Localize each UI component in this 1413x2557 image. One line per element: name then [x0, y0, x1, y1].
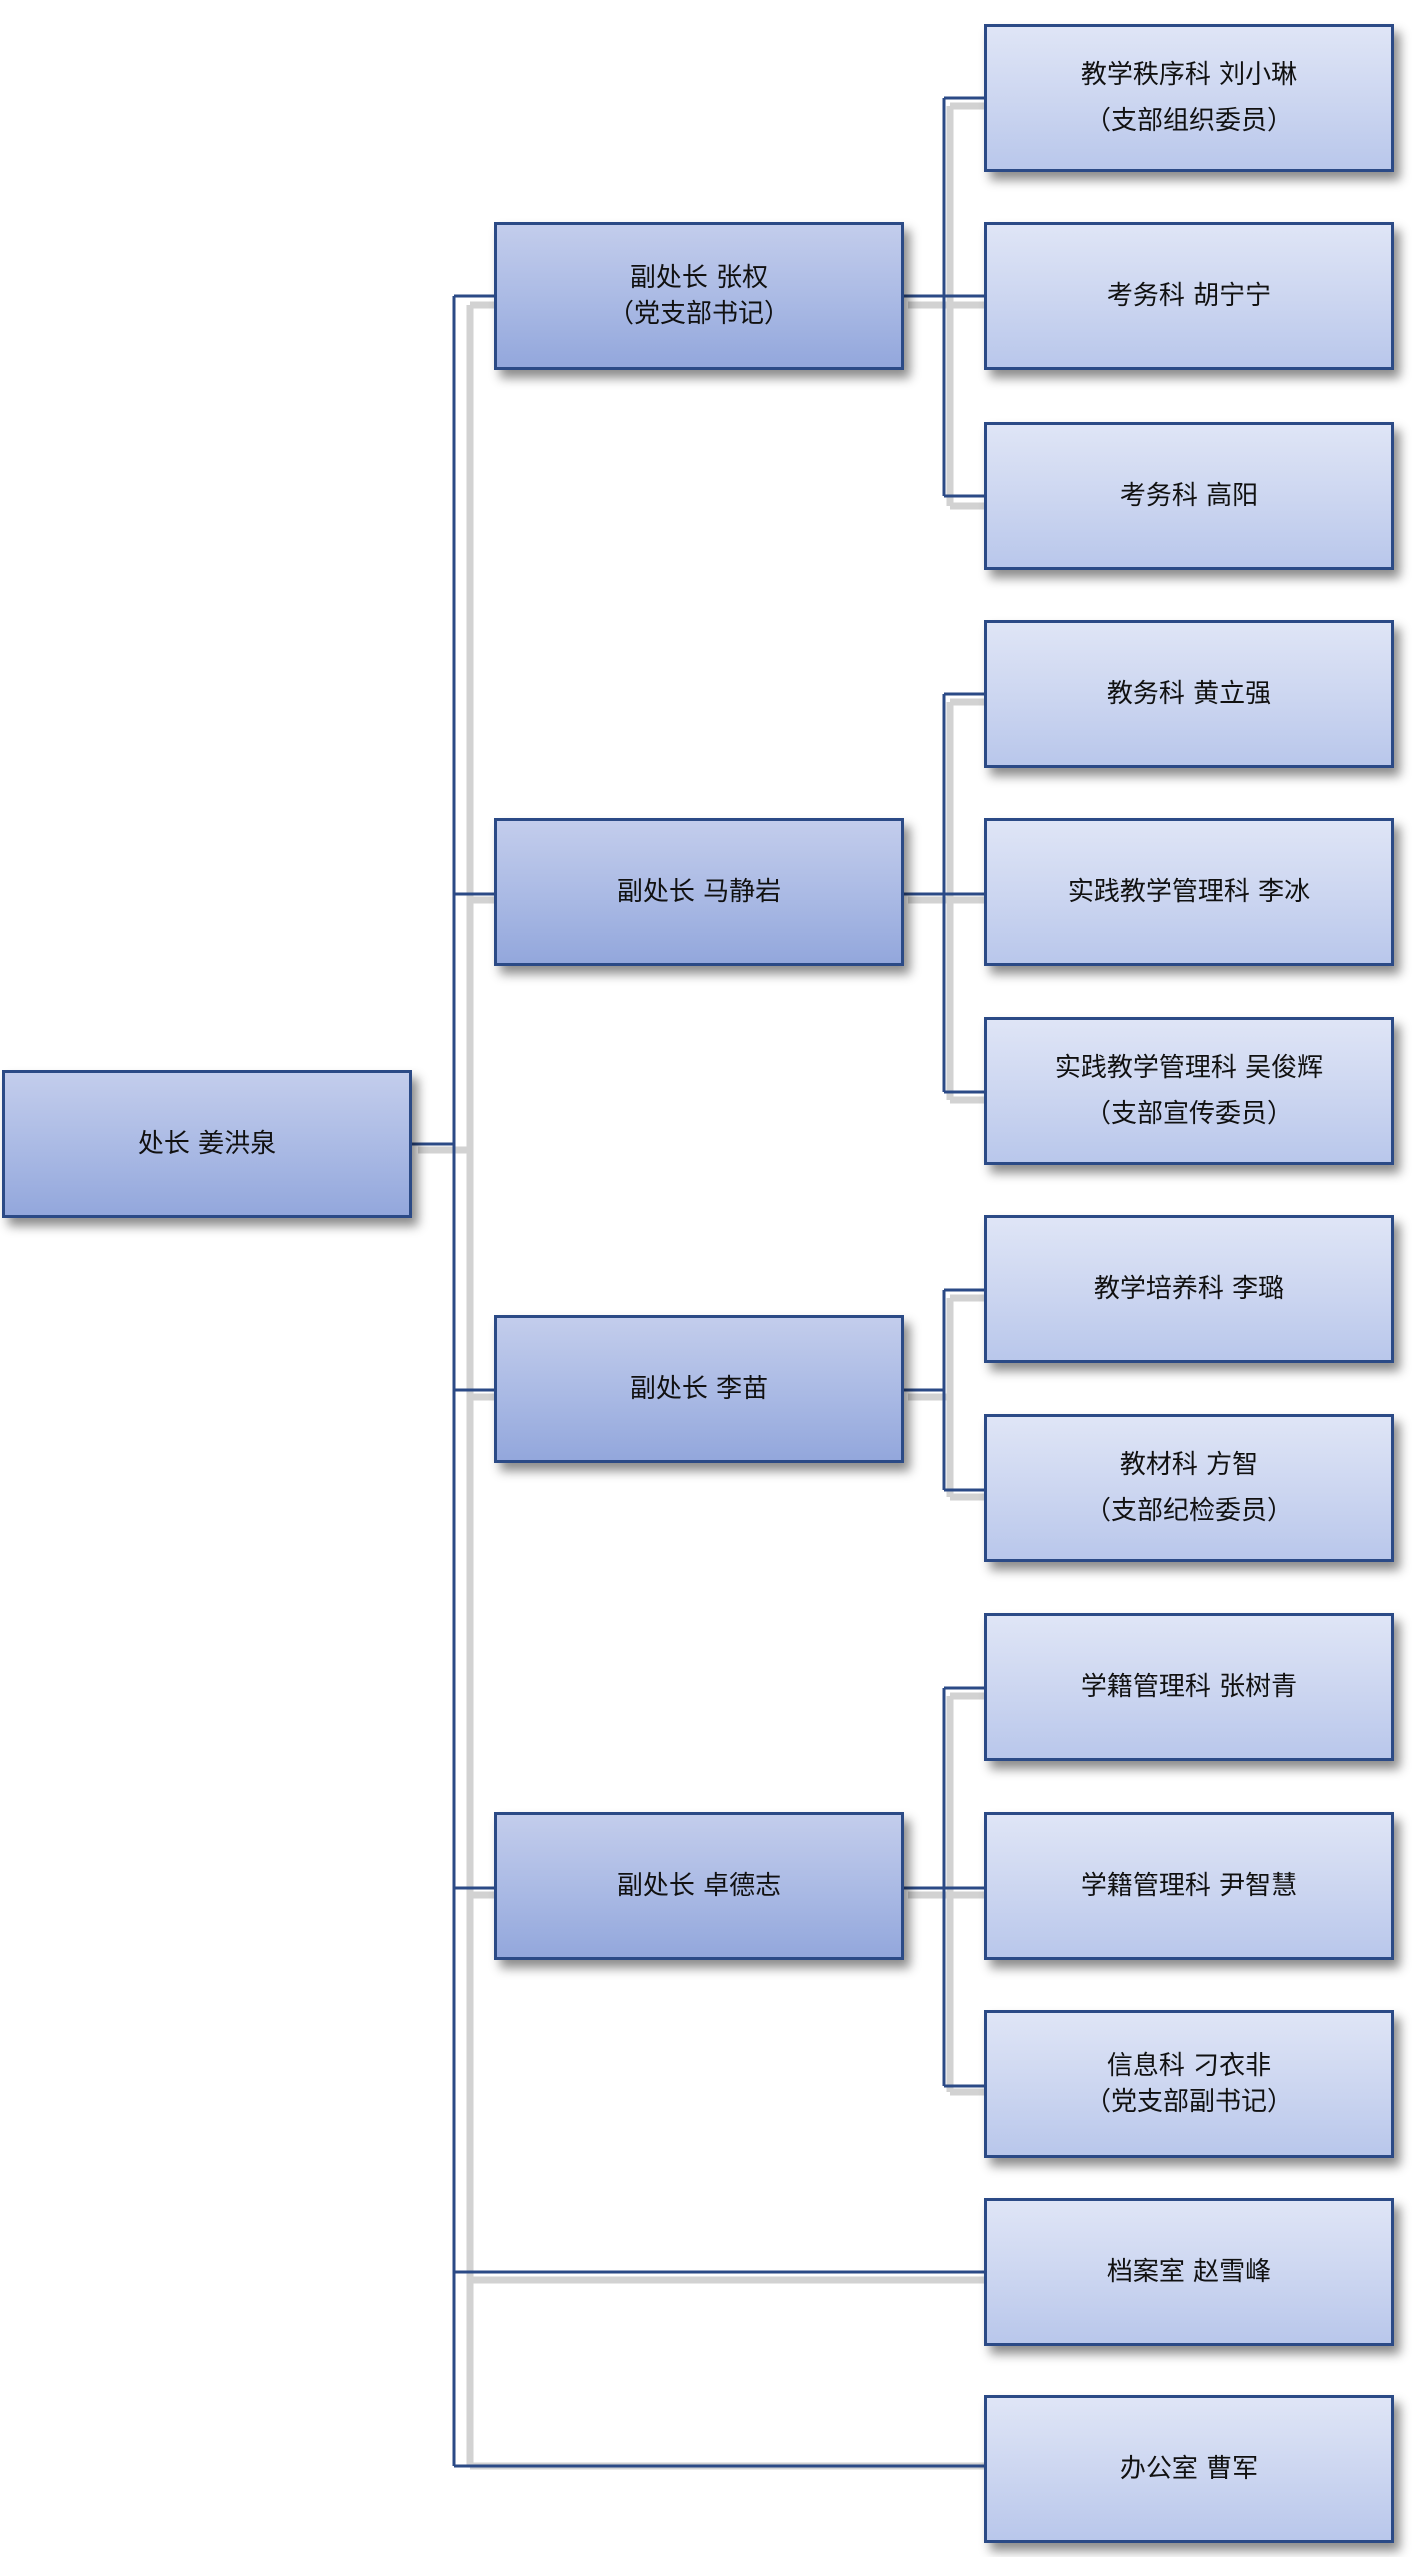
deputy-label: 副处长 张权: [629, 263, 769, 293]
section-label: 学籍管理科 张树青: [1080, 1672, 1298, 1702]
section-node: 办公室 曹军: [984, 2395, 1394, 2543]
section-role: （党支部副书记）: [1084, 2087, 1293, 2117]
section-label: 教材科 方智: [1119, 1450, 1259, 1480]
connector-dep4-branch: [904, 1686, 984, 2088]
section-label: 教务科 黄立强: [1106, 679, 1272, 709]
section-label: 教学培养科 李璐: [1093, 1274, 1285, 1304]
section-node: 考务科 胡宁宁: [984, 222, 1394, 370]
director-label: 处长 姜洪泉: [137, 1129, 277, 1159]
section-node: 教务科 黄立强: [984, 620, 1394, 768]
section-label: 学籍管理科 尹智慧: [1080, 1871, 1298, 1901]
section-node: 档案室 赵雪峰: [984, 2198, 1394, 2346]
deputy-node: 副处长 张权 （党支部书记）: [494, 222, 904, 370]
section-role: （支部组织委员）: [1084, 106, 1293, 136]
section-node: 学籍管理科 张树青: [984, 1613, 1394, 1761]
section-label: 档案室 赵雪峰: [1106, 2257, 1272, 2287]
section-label: 实践教学管理科 吴俊辉: [1054, 1053, 1324, 1083]
section-node: 教材科 方智 （支部纪检委员）: [984, 1414, 1394, 1562]
connector-director-trunk: [412, 296, 456, 2466]
director-node: 处长 姜洪泉: [2, 1070, 412, 1218]
deputy-role: （党支部书记）: [607, 299, 790, 329]
section-node: 教学培养科 李璐: [984, 1215, 1394, 1363]
section-label: 教学秩序科 刘小琳: [1080, 60, 1298, 90]
deputy-label: 副处长 卓德志: [616, 1871, 782, 1901]
section-node: 考务科 高阳: [984, 422, 1394, 570]
section-label: 实践教学管理科 李冰: [1067, 877, 1311, 907]
section-role: （支部纪检委员）: [1084, 1496, 1293, 1526]
deputy-node: 副处长 卓德志: [494, 1812, 904, 1960]
deputy-label: 副处长 马静岩: [616, 877, 782, 907]
deputy-node: 副处长 李苗: [494, 1315, 904, 1463]
section-node: 实践教学管理科 李冰: [984, 818, 1394, 966]
section-node: 实践教学管理科 吴俊辉 （支部宣传委员）: [984, 1017, 1394, 1165]
section-label: 信息科 刁衣非: [1106, 2051, 1272, 2081]
connector-dep1-branch: [904, 96, 984, 498]
section-label: 考务科 胡宁宁: [1106, 281, 1272, 311]
deputy-node: 副处长 马静岩: [494, 818, 904, 966]
section-node: 教学秩序科 刘小琳 （支部组织委员）: [984, 24, 1394, 172]
section-role: （支部宣传委员）: [1084, 1099, 1293, 1129]
connector-dep2-branch: [904, 692, 984, 1094]
section-label: 办公室 曹军: [1119, 2454, 1259, 2484]
connector-dep3-branch: [904, 1288, 984, 1492]
deputy-label: 副处长 李苗: [629, 1374, 769, 1404]
section-node: 学籍管理科 尹智慧: [984, 1812, 1394, 1960]
section-label: 考务科 高阳: [1119, 481, 1259, 511]
section-node: 信息科 刁衣非 （党支部副书记）: [984, 2010, 1394, 2158]
